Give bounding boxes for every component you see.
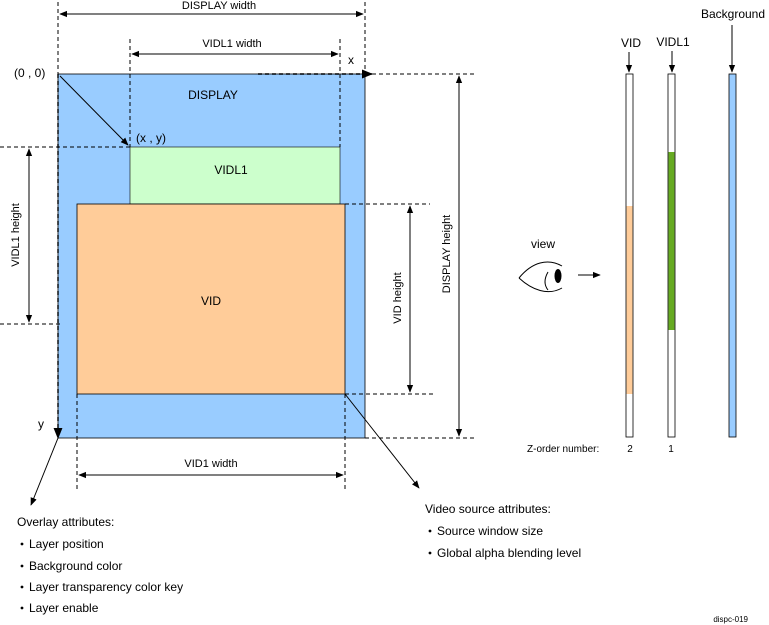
vidl1-rect — [129, 146, 341, 205]
display-width-label: DISPLAY width — [182, 0, 256, 12]
z-order-label: Z-order number: — [527, 444, 599, 455]
vid-height-label: VID height — [392, 272, 404, 323]
vid-rect — [76, 203, 346, 395]
eye-icon — [518, 261, 563, 293]
video-source-title: Video source attributes: — [425, 502, 551, 516]
overlay-item: Layer transparency color key — [29, 580, 183, 594]
z-vidl1-fill — [668, 152, 675, 330]
vidl1-width-label: VIDL1 width — [202, 38, 261, 50]
z-vidl1-label: VIDL1 — [656, 35, 690, 49]
bullet — [428, 529, 432, 533]
figure-id: dispc-019 — [713, 615, 748, 624]
vidl1-height-label: VIDL1 height — [10, 203, 22, 267]
z-background-label: Background — [701, 7, 765, 21]
z-vidl1-number: 1 — [668, 444, 674, 455]
xy-label: (x , y) — [136, 131, 166, 145]
z-vid-label: VID — [621, 36, 641, 50]
bullet — [20, 564, 24, 568]
overlay-item: Background color — [29, 559, 122, 573]
y-axis-label: y — [38, 417, 44, 431]
bullet — [20, 585, 24, 589]
z-vid-fill — [626, 206, 633, 394]
display-label: DISPLAY — [188, 88, 238, 102]
video-source-item: Global alpha blending level — [437, 546, 581, 560]
overlay-item: Layer enable — [29, 601, 99, 615]
origin-label: (0 , 0) — [14, 66, 45, 80]
video-source-item: Source window size — [437, 524, 543, 538]
video-source-list: Source window size Global alpha blending… — [428, 524, 581, 560]
bullet — [20, 606, 24, 610]
bullet — [428, 551, 432, 555]
vid-label: VID — [201, 294, 221, 308]
vidl1-label: VIDL1 — [214, 163, 248, 177]
overlay-item: Layer position — [29, 537, 104, 551]
overlay-title: Overlay attributes: — [17, 515, 114, 529]
z-vid-number: 2 — [627, 444, 633, 455]
bullet — [20, 542, 24, 546]
z-background-bar — [728, 73, 737, 438]
display-height-label: DISPLAY height — [441, 215, 453, 293]
vid1-width-label: VID1 width — [184, 458, 237, 470]
x-axis-label: x — [348, 53, 354, 67]
view-label: view — [531, 237, 555, 251]
overlay-list: Layer position Background color Layer tr… — [20, 537, 183, 615]
